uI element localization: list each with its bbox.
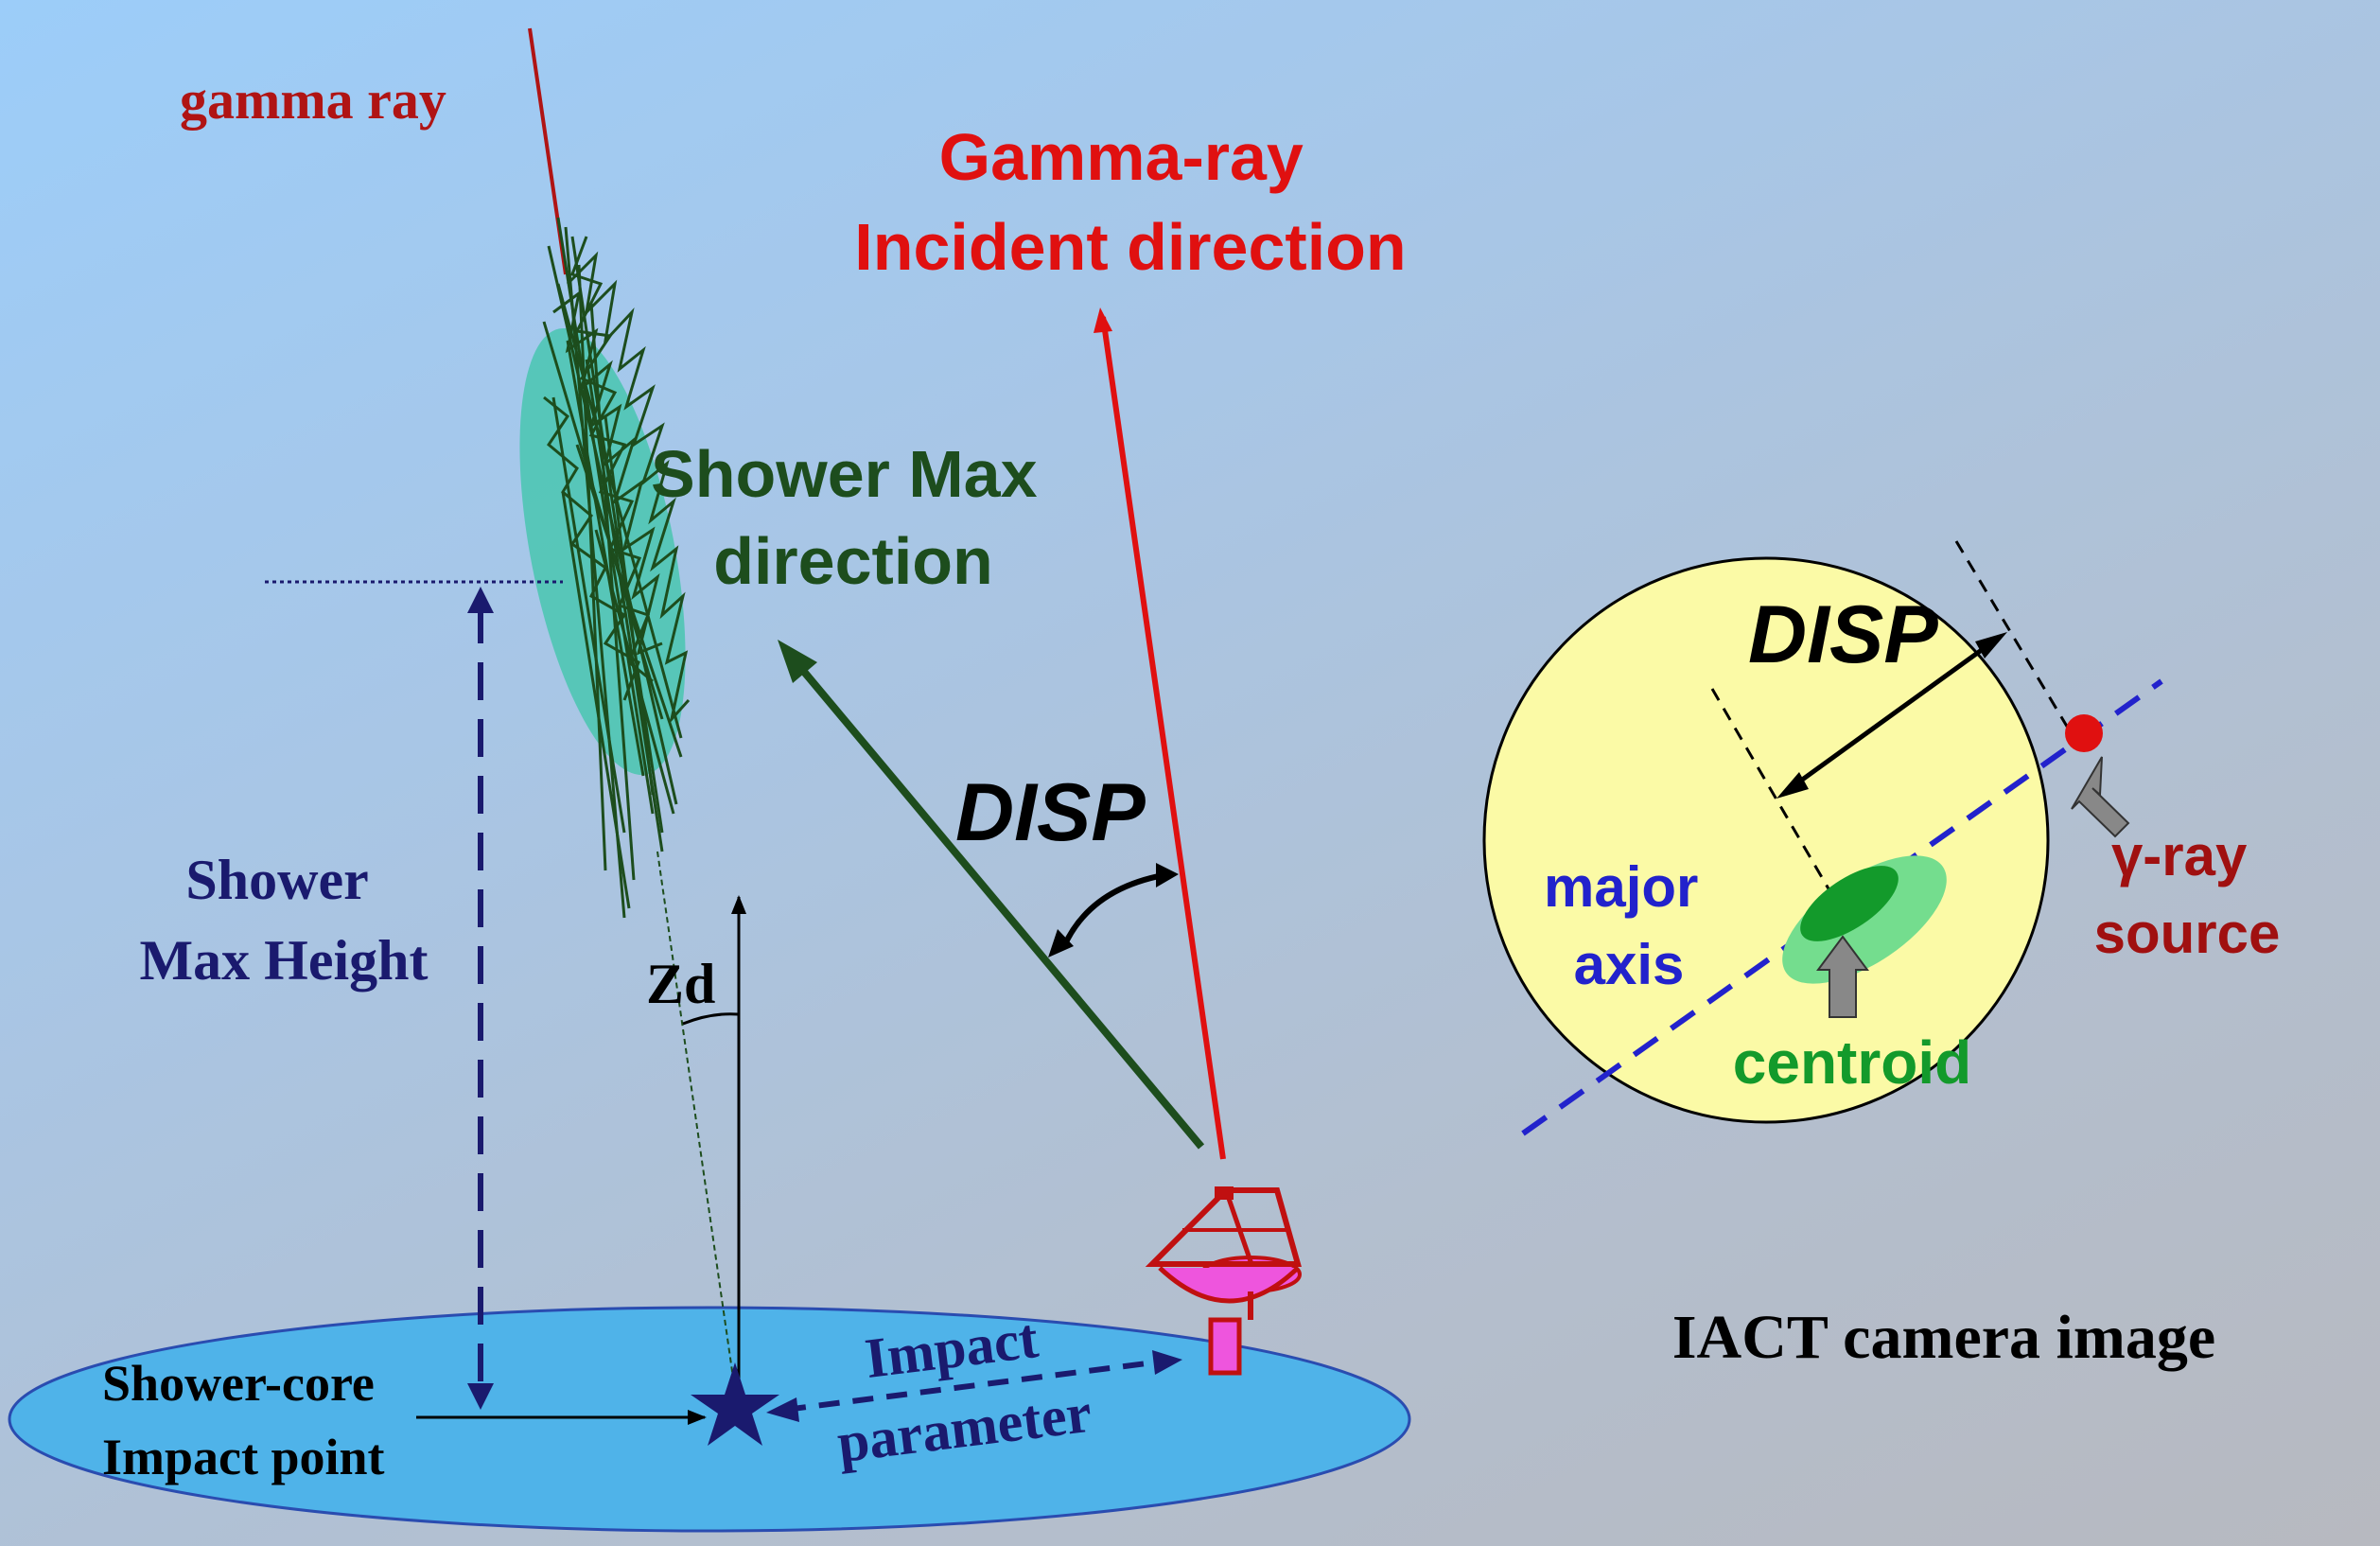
height-arrow-bottom [467, 1383, 494, 1410]
impact-parameter-line [784, 1360, 1155, 1413]
camera-circle [1482, 556, 2050, 1124]
gray-arrow-icon [1816, 935, 1869, 1018]
incident-direction-line [1100, 316, 1226, 1160]
shower-max-direction-label: Shower Max direction [651, 437, 1056, 598]
incident-direction-label: Gamma-ray Incident direction [854, 120, 1406, 284]
ground-plane [8, 1306, 1411, 1533]
centroid-label: centroid [1733, 1028, 1971, 1097]
zd-label: Zd [646, 953, 715, 1015]
disp-arc-arrow-left [1048, 929, 1074, 957]
image-ellipse-inner [1800, 866, 1899, 941]
incident-arrowhead [1094, 307, 1112, 333]
disp-angle-arc [1061, 872, 1164, 948]
disp-bracket-right [1954, 540, 2074, 735]
disp-arc-arrow-right [1156, 863, 1179, 887]
disp-bracket-left [1710, 688, 1842, 909]
gamma-source-dot [2065, 714, 2103, 752]
gamma-ray-label: gamma ray [180, 69, 446, 131]
zd-angle-arc [682, 1012, 739, 1026]
shower-max-height-label: Shower Max Height [140, 849, 429, 992]
height-arrow-top [467, 587, 494, 613]
star-icon [691, 1362, 779, 1446]
shower-max-arrowhead [778, 640, 817, 683]
impact-arrow-left [766, 1397, 799, 1422]
gray-arrow-icon [2071, 756, 2130, 838]
camera-disp-label: DISP [1748, 589, 1938, 680]
camera-disp-arrow-right [1975, 632, 2007, 659]
camera-disp-arrow-left [1776, 772, 1809, 799]
major-axis-label: major axis [1544, 855, 1714, 996]
disp-label: DISP [955, 767, 1146, 858]
camera-caption: IACT camera image [1672, 1303, 2215, 1372]
gamma-source-label: γ-ray source [2094, 824, 2281, 965]
shower-max-direction-line [791, 658, 1205, 1150]
shower-tracks [542, 217, 691, 919]
shower-axis-extension [656, 851, 736, 1392]
shower-core-label: Shower-core Impact point [102, 1355, 387, 1485]
impact-arrow-right [1152, 1350, 1182, 1375]
camera-disp-arrow [1786, 637, 1998, 793]
telescope-icon [1145, 1186, 1302, 1376]
